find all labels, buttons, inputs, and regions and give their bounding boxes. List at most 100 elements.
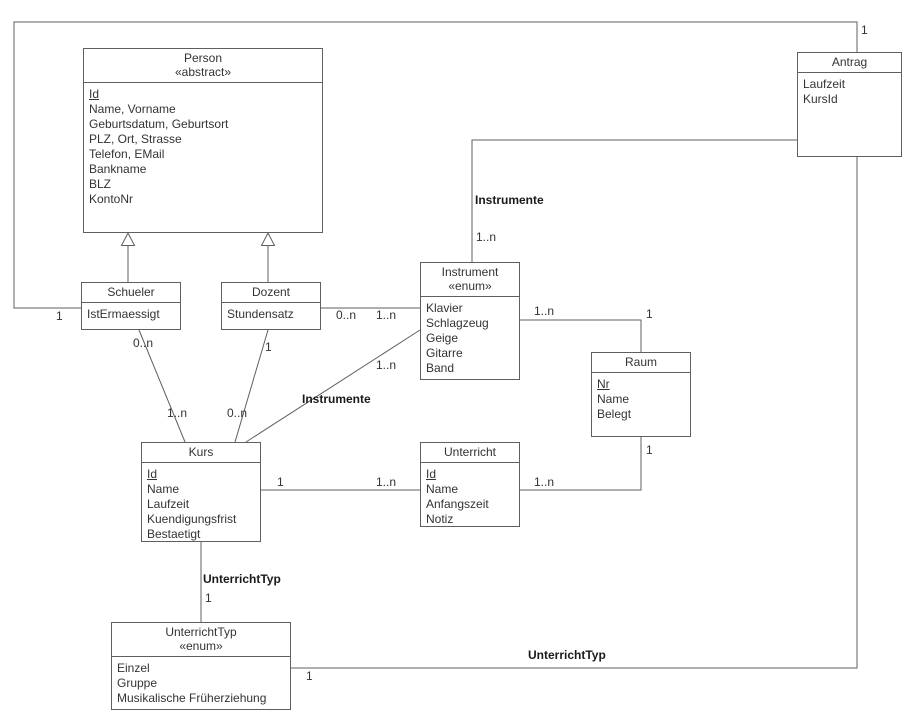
association-name-antrag-instrument: Instrumente [475,193,544,207]
attribute-row: KursId [803,92,838,106]
multiplicity-dozent-instrument-at-dozent: 0..n [336,308,357,322]
class-dozent[interactable]: Dozent Stundensatz [221,282,321,330]
class-instrument[interactable]: Instrument «enum» Klavier Schlagzeug Gei… [420,262,520,380]
attribute-row: Nr [597,377,610,391]
class-kurs-title: Kurs [142,443,260,463]
attribute-row: Musikalische Früherziehung [117,691,267,705]
multiplicity-schueler-kurs-at-schueler: 0..n [133,336,154,350]
class-unterrichttyp-title: UnterrichtTyp «enum» [112,623,290,657]
class-title-text: Raum [624,355,657,369]
class-person[interactable]: Person «abstract» Id Name, Vorname Gebur… [83,48,323,233]
multiplicity-schueler-antrag-at-antrag: 1 [861,23,868,37]
multiplicity-antrag-unterrichttyp-at-typ: 1 [306,669,313,683]
attribute-row: Name [147,482,180,496]
attribute-row: IstErmaessigt [87,307,160,321]
multiplicity-schueler-kurs-at-kurs: 1..n [167,406,188,420]
edge-dozent-kurs[interactable] [234,329,269,443]
generalization-arrowhead-schueler [120,231,136,246]
attribute-row: KontoNr [89,192,134,206]
class-raum[interactable]: Raum Nr Name Belegt [591,352,691,437]
edge-antrag-instrument[interactable] [471,139,797,262]
attribute-row: Notiz [426,512,454,526]
attribute-row: Id [426,467,437,481]
attribute-row: Band [426,361,455,375]
multiplicity-kurs-instrument-at-instrument: 1..n [376,358,397,372]
class-stereotype-text: «enum» [448,279,492,293]
class-title-text: Antrag [831,55,868,69]
attribute-row: Name, Vorname [89,102,176,116]
class-instrument-title: Instrument «enum» [421,263,519,297]
attribute-row: Geburtsdatum, Geburtsort [89,117,229,131]
class-stereotype-text: «enum» [179,639,223,653]
class-dozent-title: Dozent [222,283,320,303]
attribute-row: Laufzeit [147,497,190,511]
attribute-row: Bestaetigt [147,527,201,541]
class-title-text: UnterrichtTyp [165,625,237,639]
class-raum-title: Raum [592,353,690,373]
class-schueler[interactable]: Schueler IstErmaessigt [81,282,181,330]
class-title-text: Unterricht [443,445,496,459]
edge-antrag-unterrichttyp[interactable] [291,157,858,669]
class-antrag-attributes: Laufzeit KursId [798,73,901,156]
attribute-row: Gitarre [426,346,463,360]
class-instrument-attributes: Klavier Schlagzeug Geige Gitarre Band [421,297,519,379]
attribute-row: Klavier [426,301,463,315]
multiplicity-raum-unterricht-at-unterricht: 1..n [534,475,555,489]
attribute-row: Gruppe [117,676,158,690]
class-unterricht[interactable]: Unterricht Id Name Anfangszeit Notiz [420,442,520,527]
attribute-row: Einzel [117,661,150,675]
multiplicity-raum-unterricht-at-raum: 1 [646,443,653,457]
attribute-row: Id [89,87,100,101]
multiplicity-dozent-kurs-at-dozent: 1 [265,340,272,354]
attribute-row: Id [147,467,158,481]
attribute-row: Anfangszeit [426,497,489,511]
association-name-antrag-unterrichttyp: UnterrichtTyp [528,648,606,662]
class-title-text: Dozent [251,285,291,299]
multiplicity-dozent-instrument-at-instrument: 1..n [376,308,397,322]
multiplicity-instrument-raum-at-raum: 1 [646,307,653,321]
class-antrag[interactable]: Antrag Laufzeit KursId [797,52,902,157]
attribute-row: Kuendigungsfrist [147,512,237,526]
multiplicity-instrument-raum-at-instrument: 1..n [534,304,555,318]
class-unterrichttyp[interactable]: UnterrichtTyp «enum» Einzel Gruppe Musik… [111,622,291,710]
edge-schueler-kurs[interactable] [138,329,186,443]
multiplicity-schueler-antrag-at-schueler: 1 [56,309,63,323]
attribute-row: Geige [426,331,459,345]
multiplicity-kurs-unterricht-at-kurs: 1 [277,475,284,489]
edge-schueler-antrag[interactable] [13,21,858,309]
association-name-kurs-instrument: Instrumente [302,392,371,406]
generalization-arrowhead-dozent [260,231,276,246]
attribute-row: Laufzeit [803,77,846,91]
class-person-attributes: Id Name, Vorname Geburtsdatum, Geburtsor… [84,83,322,232]
class-person-title: Person «abstract» [84,49,322,83]
attribute-row: Bankname [89,162,147,176]
attribute-row: Name [426,482,459,496]
class-schueler-title: Schueler [82,283,180,303]
attribute-row: BLZ [89,177,112,191]
edge-raum-unterricht[interactable] [520,437,642,491]
class-unterricht-title: Unterricht [421,443,519,463]
attribute-row: Belegt [597,407,632,421]
edge-kurs-instrument[interactable] [245,329,421,443]
class-stereotype-text: «abstract» [174,65,232,79]
attribute-row: PLZ, Ort, Strasse [89,132,182,146]
class-schueler-attributes: IstErmaessigt [82,303,180,329]
multiplicity-kurs-unterrichttyp-at-typ: 1 [205,591,212,605]
class-unterrichttyp-attributes: Einzel Gruppe Musikalische Früherziehung [112,657,290,709]
edge-instrument-raum[interactable] [520,319,642,352]
class-title-text: Person [183,51,223,65]
association-name-kurs-unterrichttyp: UnterrichtTyp [203,572,281,586]
class-raum-attributes: Nr Name Belegt [592,373,690,436]
multiplicity-kurs-unterricht-at-unterricht: 1..n [376,475,397,489]
multiplicity-antrag-instrument-at-instrument: 1..n [476,230,497,244]
class-antrag-title: Antrag [798,53,901,73]
attribute-row: Name [597,392,630,406]
class-dozent-attributes: Stundensatz [222,303,320,329]
class-kurs[interactable]: Kurs Id Name Laufzeit Kuendigungsfrist B… [141,442,261,542]
multiplicity-dozent-kurs-at-kurs: 0..n [227,406,248,420]
class-title-text: Kurs [188,445,214,459]
class-kurs-attributes: Id Name Laufzeit Kuendigungsfrist Bestae… [142,463,260,541]
attribute-row: Stundensatz [227,307,294,321]
